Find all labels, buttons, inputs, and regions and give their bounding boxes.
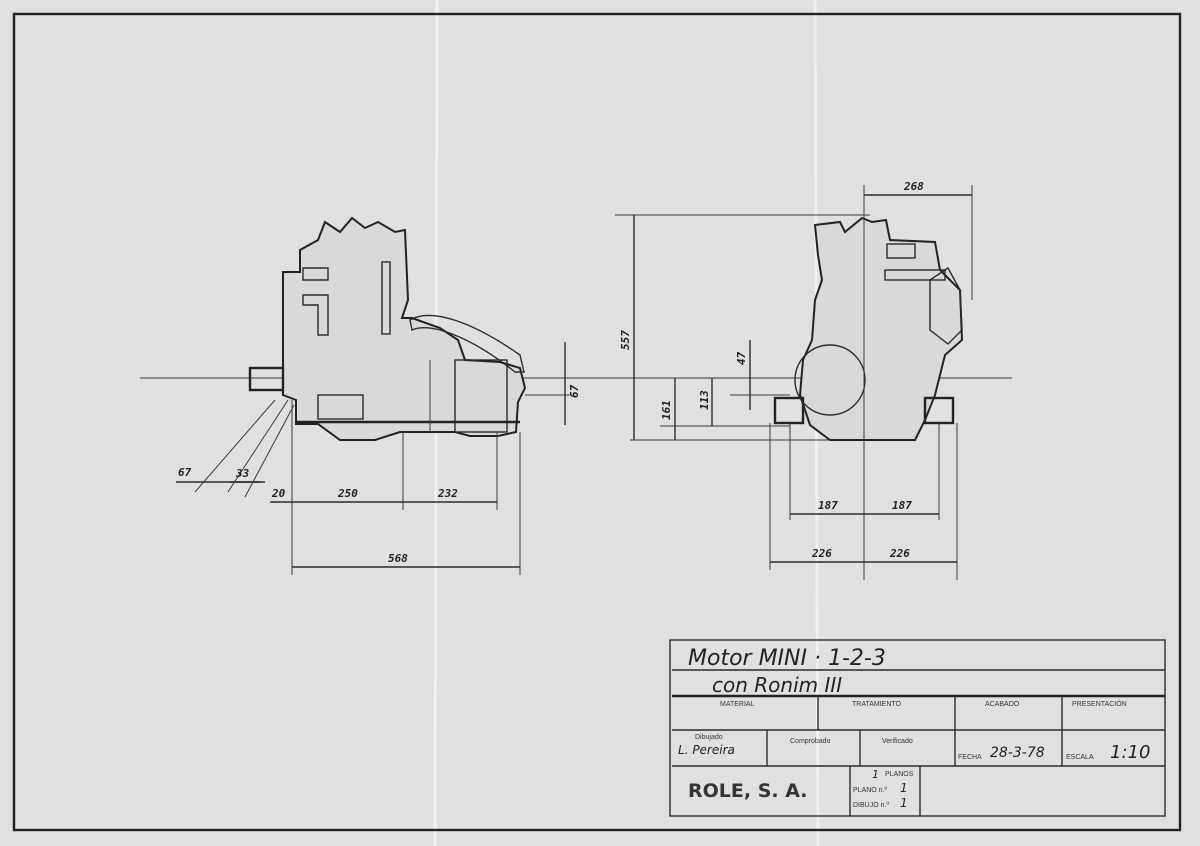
- dibujo-no-label: DIBUJO n.º: [853, 802, 889, 809]
- escala-label: ESCALA: [1066, 754, 1094, 761]
- dim-161: 161: [660, 400, 673, 420]
- dibujado-value: L. Pereira: [678, 743, 735, 757]
- comprobado-label: Comprobado: [790, 738, 831, 745]
- title-line-1: Motor MINI · 1-2-3: [688, 646, 886, 671]
- dim-557: 557: [619, 330, 632, 350]
- escala-value: 1:10: [1110, 742, 1150, 763]
- right-view-dimensions: 268 557 47 113 161 187 187 226 226: [615, 180, 973, 580]
- planos-label: PLANOS: [885, 771, 914, 778]
- planos-value: 1: [872, 768, 879, 781]
- dim-67-left: 67: [178, 466, 192, 479]
- dim-250: 250: [337, 487, 358, 500]
- fecha-label: FECHA: [958, 754, 982, 761]
- dim-568: 568: [388, 552, 408, 565]
- dim-20: 20: [271, 487, 286, 500]
- dim-226-left: 226: [811, 547, 832, 560]
- dim-67-vertical: 67: [568, 384, 581, 398]
- header-presentacion: PRESENTACIÓN: [1072, 699, 1127, 708]
- header-acabado: ACABADO: [985, 701, 1020, 708]
- left-view-dimensions: 67 33 20 250 232 568 67: [176, 342, 581, 575]
- dim-268: 268: [903, 180, 924, 193]
- title-line-2: con Ronim III: [712, 673, 842, 697]
- verificado-label: Verificado: [882, 738, 913, 745]
- dim-113: 113: [698, 390, 711, 410]
- dim-33: 33: [235, 467, 250, 480]
- dim-232: 232: [437, 487, 458, 500]
- dim-187-right: 187: [892, 499, 912, 512]
- title-block: Motor MINI · 1-2-3 con Ronim III MATERIA…: [669, 639, 1166, 817]
- dibujo-no-value: 1: [900, 796, 908, 810]
- fecha-value: 28-3-78: [990, 745, 1045, 761]
- dibujado-label: Dibujado: [695, 734, 723, 741]
- dim-187-left: 187: [818, 499, 838, 512]
- plano-no-value: 1: [900, 781, 908, 795]
- dim-47: 47: [735, 351, 748, 365]
- plano-no-label: PLANO n.º: [853, 787, 888, 794]
- header-tratamiento: TRATAMIENTO: [852, 701, 902, 708]
- dim-226-right: 226: [889, 547, 910, 560]
- engine-side-view: [248, 216, 527, 441]
- engine-front-view: [773, 216, 964, 441]
- company-stamp: ROLE, S. A.: [688, 780, 808, 802]
- drawing-frame: [12, 12, 1182, 832]
- header-material: MATERIAL: [720, 701, 755, 708]
